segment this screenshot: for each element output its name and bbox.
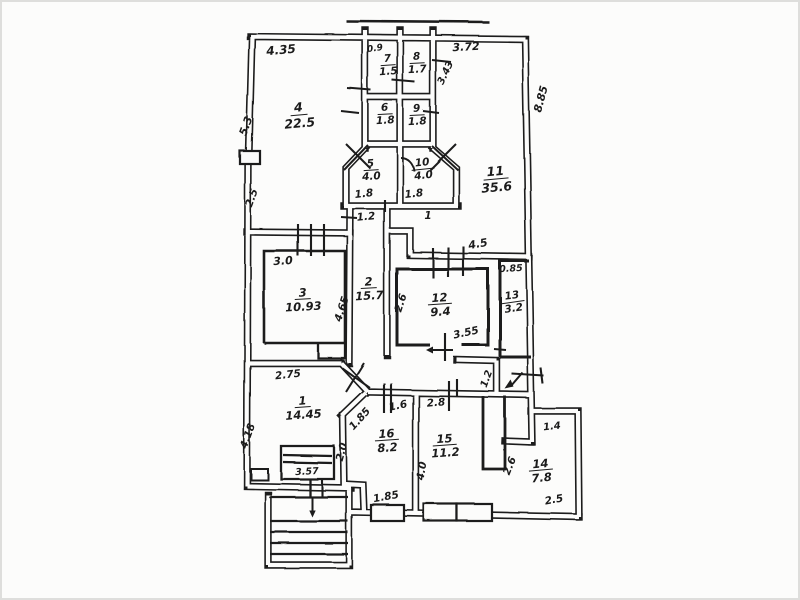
x-marks [341,143,459,393]
window-left [369,503,406,523]
room12-door-arrowhead [426,346,433,354]
room-number: 5 [362,157,379,172]
door-tick-marks [296,58,545,497]
room-area: 35.6 [480,177,513,196]
window-right [455,502,494,523]
room-area: 4.0 [361,170,382,184]
dim-stove: 3.57 [295,465,319,479]
dim-room14-bottom: 2.5 [543,492,565,508]
entry-arrowhead [505,380,514,389]
dim-room11-bottom: 4.5 [467,235,489,253]
dim-room14-left: 2.6 [500,455,520,477]
dim-room16-door: 1.6 [387,398,409,414]
room3-walls [262,249,347,345]
room-number: 4 [289,99,308,116]
wall-linework [238,19,579,565]
room-number: 3 [294,285,311,301]
room12-walls [395,267,490,347]
dim-room1-left: 4.18 [237,421,259,451]
small-step [250,468,269,481]
stair-arrowhead [308,510,316,517]
dim-left-wall-lower: 2.5 [243,187,261,209]
room3-door-leaf [316,344,347,360]
room-number: 1 [294,393,311,409]
room-number: 6 [376,101,393,116]
dim-room1-right: 2.0 [333,441,351,463]
stair-treads [269,495,348,556]
dim-right-wall: 8.85 [531,84,551,114]
room-number: 7 [379,52,396,67]
dim-divider-15-16: 4.0 [414,460,430,482]
room-area: 22.5 [283,113,316,132]
room-area: 15.7 [354,288,384,304]
room-area: 14.45 [284,406,323,424]
room-area: 4.0 [413,169,434,183]
room-area: 1.7 [407,63,427,77]
dim-entry: 1.2 [478,368,496,390]
room-area: 9.4 [429,304,452,320]
room-area: 1.8 [407,115,427,129]
dim-room3-right: 4.65 [332,294,352,324]
dim-room14-top: 1.4 [542,420,562,434]
dim-one: 1 [424,210,432,222]
door-arc [400,157,415,172]
room-number: 2 [360,274,377,290]
dim-room15-door: 2.8 [426,396,446,410]
room-area: 10.93 [284,299,322,315]
dim-left-wall-upper: 5.3 [236,114,256,138]
room-area: 11.2 [430,445,461,461]
room-number: 8 [408,50,425,65]
dim-block-right: 3.43 [435,59,457,87]
pier-wall [481,396,507,471]
dim-top-left: 4.35 [265,41,297,59]
dim-room10-width: 1.8 [404,187,424,201]
room-area: 8.2 [376,440,399,456]
entry-arrow-line [510,372,524,388]
dim-room12-bottom: 3.55 [452,324,480,342]
wall-pillar [238,149,262,166]
room-area: 1.5 [378,65,399,79]
room-number: 9 [408,102,425,117]
room-area: 7.8 [530,470,553,486]
stove [279,444,336,496]
dim-room3-top: 3.0 [272,253,294,269]
dim-corridor-top: 1.2 [356,210,376,224]
dim-top-right: 3.72 [452,39,480,55]
dim-room13-top: 0.85 [499,262,523,276]
room-area: 3.2 [503,301,524,317]
room-area: 1.8 [375,114,395,128]
dim-diagonal: 1.85 [346,405,374,433]
dim-window-left: 1.85 [372,488,400,506]
room13-walls [498,259,531,359]
dim-room12-left: 2.6 [392,292,410,314]
dim-room5-width: 1.8 [354,187,374,201]
dim-room1-top: 2.75 [274,367,302,383]
top-edge-line [345,19,490,24]
